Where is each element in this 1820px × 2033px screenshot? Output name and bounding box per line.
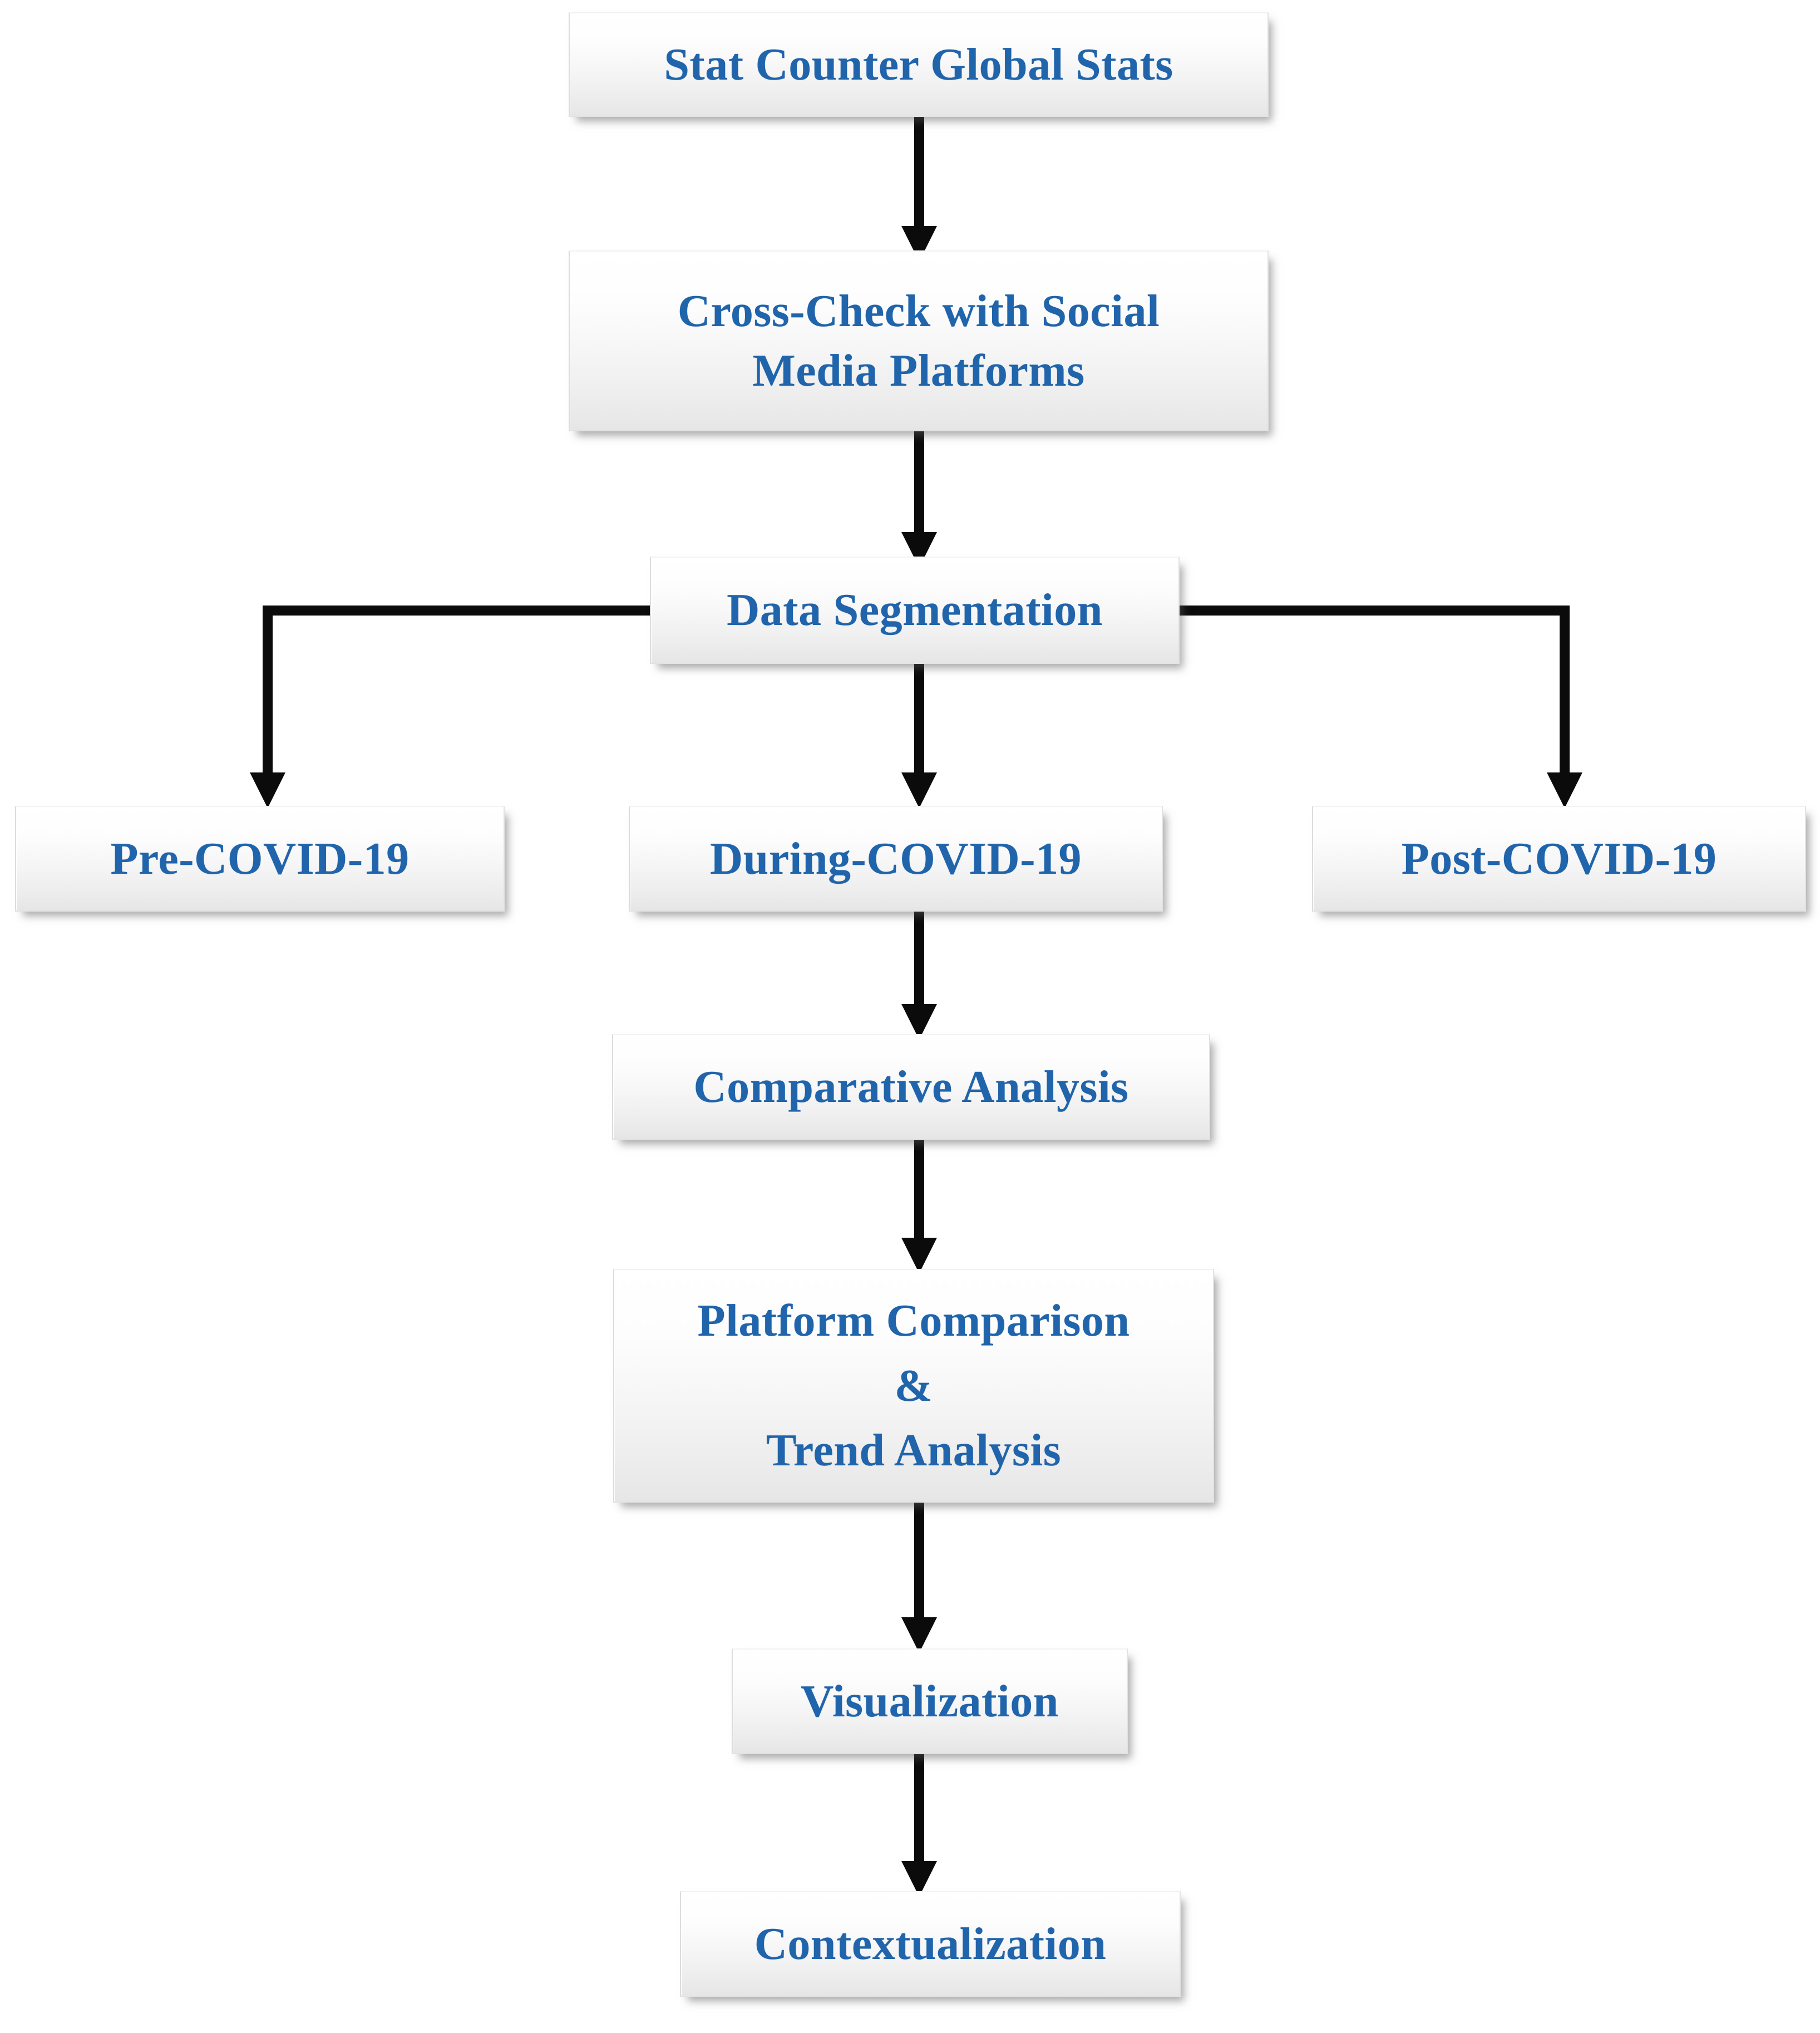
node-label: Post-COVID-19 [1401, 833, 1717, 884]
edge-visualization-to-context [901, 1754, 937, 1897]
edge-crosscheck-to-segmentation [901, 431, 937, 568]
edge-segmentation-to-pre [250, 606, 650, 808]
node-label: Stat Counter Global Stats [664, 38, 1173, 90]
edge-source-to-crosscheck [901, 117, 937, 262]
node-during-covid-19[interactable]: During-COVID-19 [629, 806, 1163, 912]
edge-during-to-comparative [901, 912, 937, 1040]
node-label: Comparative Analysis [693, 1061, 1129, 1112]
edge-segmentation-to-post [1180, 606, 1582, 808]
node-comparative-analysis[interactable]: Comparative Analysis [612, 1034, 1210, 1140]
node-post-covid-19[interactable]: Post-COVID-19 [1312, 806, 1806, 912]
node-pre-covid-19[interactable]: Pre-COVID-19 [15, 806, 505, 912]
node-label: Platform Comparison & Trend Analysis [697, 1295, 1130, 1476]
node-label: Cross-Check with Social Media Platforms [677, 285, 1160, 396]
node-label: Pre-COVID-19 [110, 833, 410, 884]
node-platform-comparison-trend-analysis[interactable]: Platform Comparison & Trend Analysis [613, 1269, 1214, 1503]
edge-platform-to-visualization [901, 1503, 937, 1653]
node-visualization[interactable]: Visualization [732, 1648, 1128, 1754]
edge-segmentation-to-during [901, 664, 937, 808]
node-data-segmentation[interactable]: Data Segmentation [650, 557, 1180, 664]
edge-comparative-to-platform [901, 1140, 937, 1273]
node-cross-check-social-media[interactable]: Cross-Check with Social Media Platforms [569, 250, 1269, 431]
node-contextualization[interactable]: Contextualization [680, 1891, 1181, 1997]
node-label: During-COVID-19 [709, 833, 1082, 884]
node-label: Data Segmentation [727, 584, 1103, 636]
node-stat-counter-global-stats[interactable]: Stat Counter Global Stats [569, 12, 1269, 117]
node-label: Contextualization [754, 1918, 1107, 1969]
node-label: Visualization [801, 1675, 1059, 1726]
